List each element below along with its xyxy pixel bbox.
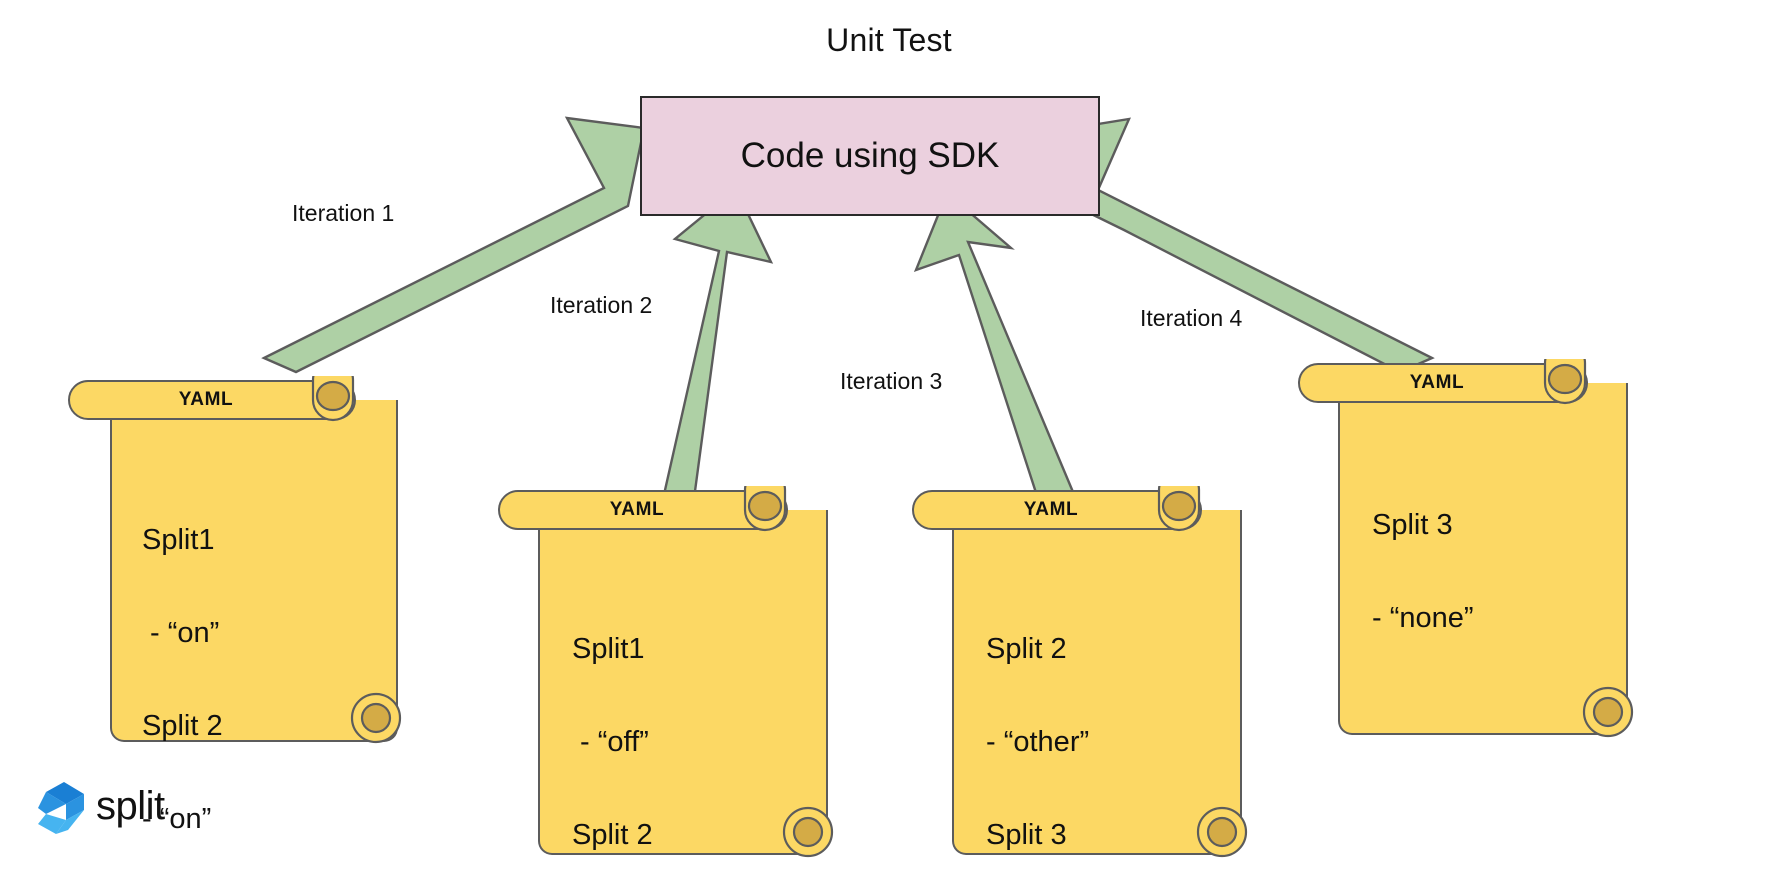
yaml-line: Split 2 (142, 710, 223, 743)
yaml-scroll-1-bottom-curl (350, 692, 402, 744)
yaml-scroll-3-body (952, 510, 1242, 855)
yaml-scroll-4-header-label: YAML (1409, 372, 1465, 393)
yaml-line: Split1 (572, 633, 645, 666)
yaml-scroll-2-body (538, 510, 828, 855)
yaml-scroll-3-bottom-curl (1196, 806, 1248, 858)
yaml-scroll-4-top-curl (1543, 359, 1587, 405)
yaml-scroll-4-text: Split 3 - “none” (1372, 448, 1474, 696)
yaml-scroll-3-top-curl (1157, 486, 1201, 532)
yaml-line: - “on” (142, 803, 212, 836)
yaml-line: Split 3 (1372, 509, 1453, 542)
yaml-scroll-4-bottom-curl (1582, 686, 1634, 738)
yaml-scroll-3-header: YAML (912, 490, 1202, 530)
edge-label-iteration-1: Iteration 1 (292, 200, 395, 226)
edge-label-iteration-3: Iteration 3 (840, 368, 943, 394)
yaml-scroll-4-body (1338, 383, 1628, 735)
yaml-line: - “off” (572, 726, 649, 759)
code-using-sdk-label: Code using SDK (740, 136, 1000, 175)
yaml-scroll-2-bottom-curl (782, 806, 834, 858)
yaml-line: Split 3 (986, 819, 1067, 852)
yaml-line: Split 2 (572, 819, 653, 852)
yaml-scroll-1-body (110, 400, 398, 742)
yaml-scroll-1-top-curl (311, 376, 355, 422)
yaml-scroll-2-text: Split1 - “off” Split 2 - “off” Split 3 -… (572, 572, 712, 870)
yaml-line: - “none” (1372, 602, 1474, 635)
yaml-scroll-2-header-label: YAML (609, 499, 665, 520)
split-logo-text: split (96, 784, 165, 828)
yaml-scroll-1-text: Split1 - “on” Split 2 - “on” Split 3 - “… (142, 463, 234, 870)
yaml-scroll-1-header-label: YAML (178, 389, 234, 410)
edge-label-iteration-2: Iteration 2 (550, 292, 653, 318)
page-title: Unit Test (826, 22, 952, 58)
yaml-line: - “on” (142, 617, 220, 650)
yaml-scroll-1-header: YAML (68, 380, 356, 420)
split-logo: split (34, 780, 165, 836)
yaml-line: Split 2 (986, 633, 1067, 666)
yaml-scroll-4-header: YAML (1298, 363, 1588, 403)
yaml-scroll-2-header: YAML (498, 490, 788, 530)
yaml-scroll-3-text: Split 2 - “other” Split 3 - “low” (986, 572, 1089, 870)
edge-label-iteration-4: Iteration 4 (1140, 305, 1243, 331)
yaml-line: Split1 (142, 524, 215, 557)
code-using-sdk-node[interactable]: Code using SDK (640, 96, 1100, 216)
split-logo-icon (38, 782, 84, 834)
yaml-scroll-2-top-curl (743, 486, 787, 532)
yaml-scroll-3-header-label: YAML (1023, 499, 1079, 520)
yaml-line: - “other” (986, 726, 1090, 759)
